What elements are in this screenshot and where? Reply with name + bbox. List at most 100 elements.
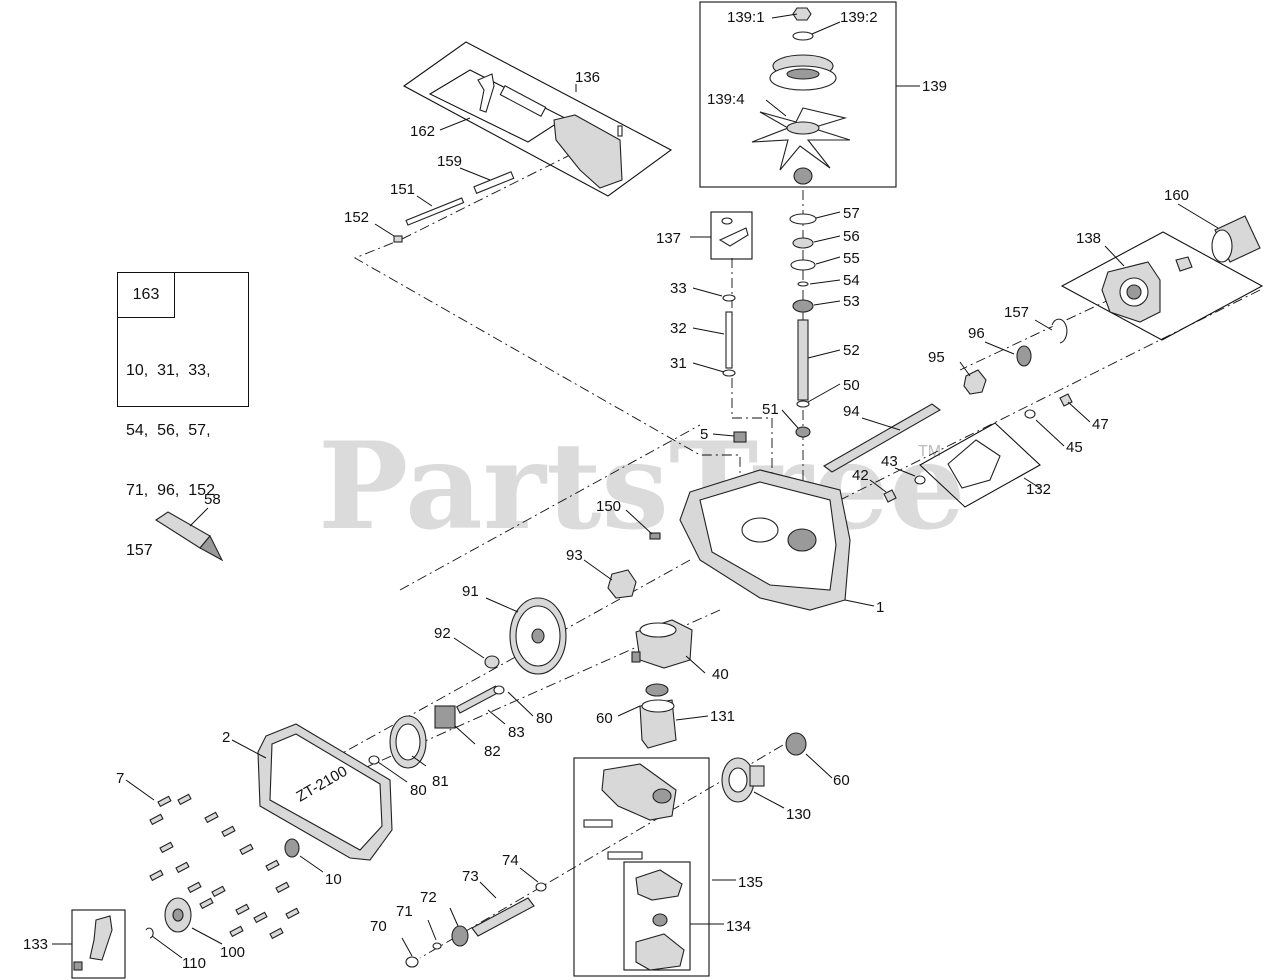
- callout-60-upper: 60: [596, 710, 613, 727]
- kit-163-line-4: 157: [126, 542, 153, 559]
- washer-92: [484, 655, 500, 669]
- callout-110: 110: [182, 955, 206, 972]
- callout-96: 96: [968, 325, 985, 342]
- retaining-ring-31: [722, 369, 736, 377]
- callout-60-lower: 60: [833, 772, 850, 789]
- plug-5: [733, 431, 747, 443]
- cover-bolt: [157, 795, 172, 808]
- brake-arm-assembly: [477, 73, 623, 189]
- callout-45: 45: [1066, 439, 1083, 456]
- centerline-cover-bolts: [399, 424, 701, 591]
- cover-bolt: [187, 881, 202, 894]
- centerline-hub: [959, 289, 1131, 371]
- transmission-housing: [679, 469, 851, 611]
- callout-138: 138: [1076, 230, 1101, 247]
- callout-135: 135: [738, 874, 763, 891]
- cover-bolt: [275, 881, 290, 894]
- washer-80-lower: [368, 755, 380, 765]
- hub-138: [1101, 256, 1193, 323]
- callout-132: 132: [1026, 481, 1051, 498]
- callout-31: 31: [670, 355, 687, 372]
- callout-100: 100: [220, 944, 245, 961]
- gear-93: [607, 569, 637, 599]
- callout-151: 151: [390, 181, 415, 198]
- callout-80-upper: 80: [536, 710, 553, 727]
- leader-lines: [52, 13, 1219, 959]
- cover-bolt: [285, 907, 300, 920]
- gear-81: [389, 715, 427, 769]
- callout-10: 10: [325, 871, 342, 888]
- washer-70: [405, 956, 419, 968]
- washer-45: [1024, 409, 1036, 419]
- callout-5: 5: [700, 426, 708, 443]
- callout-91: 91: [462, 583, 479, 600]
- cover-bolt: [211, 885, 226, 898]
- cover-bolt: [199, 897, 214, 910]
- cover-bolt: [235, 903, 250, 916]
- nut-152: [393, 235, 403, 243]
- cover-plate-132: [947, 439, 1001, 489]
- retaining-ring-33: [722, 294, 736, 302]
- seal-10: [284, 838, 300, 858]
- callout-1: 1: [876, 599, 884, 616]
- valve-group-box: [573, 757, 710, 977]
- axle-94: [823, 403, 941, 473]
- callout-130: 130: [786, 806, 811, 823]
- callout-40: 40: [712, 666, 729, 683]
- fan-pulley-group-box: [699, 1, 897, 188]
- cover-bolt: [177, 793, 192, 806]
- callout-139-1: 139:1: [727, 9, 765, 26]
- shaft-73: [471, 897, 535, 937]
- callout-139-2: 139:2: [840, 9, 878, 26]
- ring-110: [145, 927, 154, 939]
- cover-plate-group-box: [919, 422, 1041, 508]
- watermark-trademark: TM: [918, 443, 941, 460]
- washer-43: [914, 475, 926, 485]
- side-cover-2: ZT-2100: [257, 723, 393, 861]
- shaft-83: [455, 685, 500, 714]
- callout-139-4: 139:4: [707, 91, 745, 108]
- callout-83: 83: [508, 724, 525, 741]
- callout-43: 43: [881, 453, 898, 470]
- bracket-137-box: [710, 211, 753, 260]
- brake-lever-subgroup-box: [428, 69, 567, 143]
- callout-81: 81: [432, 773, 449, 790]
- callout-160: 160: [1164, 187, 1189, 204]
- brake-arm-group-box: [402, 41, 673, 197]
- callout-7: 7: [116, 770, 124, 787]
- pinion-82: [434, 705, 456, 729]
- gear-72: [451, 925, 469, 947]
- callout-33: 33: [670, 280, 687, 297]
- cover-bolt: [149, 813, 164, 826]
- callout-133: 133: [23, 936, 48, 953]
- shaft-stack: [789, 213, 817, 438]
- kit-163-line-1: 10, 31, 33,: [126, 362, 211, 379]
- callout-2: 2: [222, 729, 230, 746]
- callout-92: 92: [434, 625, 451, 642]
- cover-bolt: [269, 927, 284, 940]
- callout-70: 70: [370, 918, 387, 935]
- ring-71: [432, 942, 442, 950]
- callout-42: 42: [852, 467, 869, 484]
- valve-body-135: [583, 763, 677, 860]
- callout-50: 50: [843, 377, 860, 394]
- cover-bolt: [239, 843, 254, 856]
- bearing-95: [963, 369, 987, 395]
- callout-57: 57: [843, 205, 860, 222]
- valve-plate-134: [635, 869, 685, 971]
- centerline-axle: [799, 289, 1261, 521]
- rod-151: [405, 197, 465, 226]
- callout-51: 51: [762, 401, 779, 418]
- callout-55: 55: [843, 250, 860, 267]
- kit-163-contents: 10, 31, 33, 54, 56, 57, 71, 96, 152 157: [126, 321, 215, 601]
- cover-bolt: [175, 861, 190, 874]
- callout-80-lower: 80: [410, 782, 427, 799]
- pin-32: [725, 311, 733, 369]
- callout-32: 32: [670, 320, 687, 337]
- bracket-133: [89, 915, 113, 961]
- motor-40: [631, 619, 693, 669]
- screw-42: [883, 489, 897, 503]
- callout-134: 134: [726, 918, 751, 935]
- gear-100: [164, 897, 192, 933]
- kit-163-box: 163 10, 31, 33, 54, 56, 57, 71, 96, 152 …: [117, 272, 249, 559]
